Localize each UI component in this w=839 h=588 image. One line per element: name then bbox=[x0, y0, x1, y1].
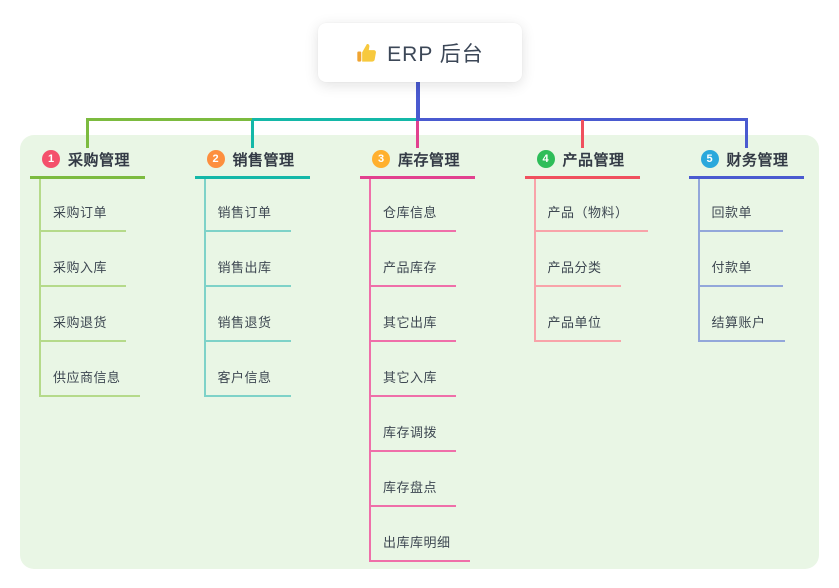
branch-drop-line bbox=[250, 120, 254, 148]
branch-title-underline bbox=[30, 176, 145, 179]
bus-line-segment bbox=[86, 118, 252, 121]
branch-title-3[interactable]: 3 库存管理 bbox=[372, 146, 460, 172]
child-node[interactable]: 产品（物料） bbox=[533, 203, 648, 232]
branch-drop-line bbox=[580, 120, 584, 148]
child-node[interactable]: 库存盘点 bbox=[369, 478, 457, 507]
branch-title-label: 销售管理 bbox=[232, 151, 295, 169]
root-title: ERP 后台 bbox=[387, 42, 484, 66]
child-node[interactable]: 采购入库 bbox=[39, 258, 127, 287]
child-node[interactable]: 付款单 bbox=[697, 258, 783, 287]
branch-title-label: 采购管理 bbox=[68, 151, 131, 169]
branch-title-label: 库存管理 bbox=[398, 151, 461, 169]
child-node[interactable]: 销售订单 bbox=[203, 203, 291, 232]
root-node[interactable]: ERP 后台 bbox=[318, 23, 522, 82]
child-node[interactable]: 客户信息 bbox=[203, 368, 291, 397]
branch-number-badge: 1 bbox=[42, 150, 60, 168]
branch-drop-line bbox=[416, 120, 419, 148]
child-node[interactable]: 销售退货 bbox=[203, 313, 291, 342]
branch-title-4[interactable]: 4 产品管理 bbox=[536, 146, 625, 172]
root-connector-line bbox=[416, 82, 420, 121]
branch-number-badge: 4 bbox=[536, 150, 555, 168]
branch-spine-line bbox=[697, 179, 700, 342]
child-node[interactable]: 销售出库 bbox=[203, 258, 291, 287]
branch-drop-line bbox=[744, 120, 748, 148]
branch-spine-line bbox=[533, 179, 536, 342]
child-node[interactable]: 回款单 bbox=[697, 203, 783, 232]
branch-title-5[interactable]: 5 财务管理 bbox=[700, 146, 789, 172]
branch-title-1[interactable]: 1 采购管理 bbox=[42, 146, 130, 172]
background-panel bbox=[20, 135, 819, 569]
bus-line-segment bbox=[252, 118, 417, 121]
child-node[interactable]: 产品库存 bbox=[369, 258, 457, 287]
thumbs-up-icon bbox=[357, 43, 377, 62]
branch-number-badge: 5 bbox=[700, 150, 719, 168]
branch-title-underline bbox=[688, 176, 804, 179]
branch-drop-line bbox=[86, 120, 89, 148]
child-node[interactable]: 产品单位 bbox=[533, 313, 621, 342]
branch-title-underline bbox=[360, 176, 475, 179]
branch-number-badge: 2 bbox=[206, 150, 225, 168]
child-node[interactable]: 采购退货 bbox=[39, 313, 127, 342]
child-node[interactable]: 结算账户 bbox=[697, 313, 785, 342]
branch-title-2[interactable]: 2 销售管理 bbox=[206, 146, 295, 172]
child-node[interactable]: 其它出库 bbox=[369, 313, 457, 342]
branch-title-underline bbox=[524, 176, 640, 179]
branch-spine-line bbox=[39, 179, 41, 397]
branch-title-underline bbox=[194, 176, 310, 179]
child-node[interactable]: 产品分类 bbox=[533, 258, 621, 287]
branch-spine-line bbox=[203, 179, 206, 397]
branch-number-badge: 3 bbox=[372, 150, 390, 168]
child-node[interactable]: 采购订单 bbox=[39, 203, 127, 232]
branch-title-label: 产品管理 bbox=[562, 151, 625, 169]
child-node[interactable]: 供应商信息 bbox=[39, 368, 140, 397]
child-node[interactable]: 仓库信息 bbox=[369, 203, 457, 232]
branch-title-label: 财务管理 bbox=[726, 151, 789, 169]
child-node[interactable]: 其它入库 bbox=[369, 368, 457, 397]
branch-spine-line bbox=[369, 179, 371, 562]
child-node[interactable]: 库存调拨 bbox=[369, 423, 457, 452]
bus-line-segment bbox=[417, 118, 748, 121]
child-node[interactable]: 出库库明细 bbox=[369, 533, 470, 562]
